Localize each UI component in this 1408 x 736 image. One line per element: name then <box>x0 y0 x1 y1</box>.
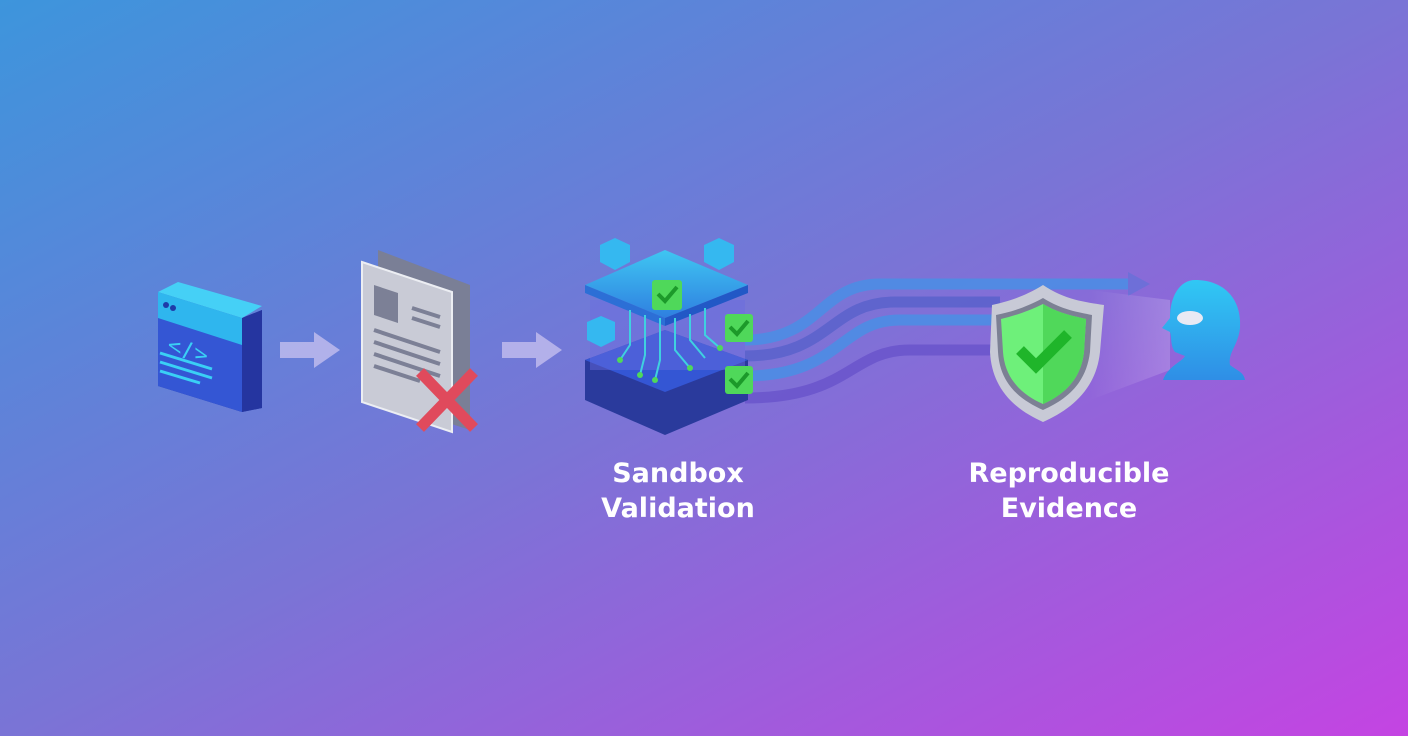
small-cube-icon <box>587 316 615 347</box>
label-line: Validation <box>601 493 755 524</box>
rejected-document-icon <box>361 250 478 434</box>
small-cube-icon <box>600 238 630 270</box>
check-badge-icon <box>652 280 682 310</box>
sightline-glow <box>1090 290 1170 400</box>
code-window-icon: </> <box>158 282 262 412</box>
label-line: Reproducible <box>969 458 1170 489</box>
arrow-right-icon <box>280 332 340 368</box>
shield-check-icon <box>990 285 1104 422</box>
reject-x-icon <box>416 368 478 432</box>
label-line: Sandbox <box>612 458 744 489</box>
small-cube-icon <box>704 238 734 270</box>
human-head-eye-icon <box>1162 280 1245 380</box>
sandbox-validation-label: Sandbox Validation <box>601 458 755 524</box>
data-streams-icon <box>744 272 1150 404</box>
check-badge-icon <box>725 366 753 394</box>
check-badge-icon <box>725 314 753 342</box>
arrow-right-icon <box>502 332 562 368</box>
sandbox-cube-icon <box>585 238 753 435</box>
label-line: Evidence <box>1001 493 1137 524</box>
reproducible-evidence-label: Reproducible Evidence <box>969 458 1170 524</box>
